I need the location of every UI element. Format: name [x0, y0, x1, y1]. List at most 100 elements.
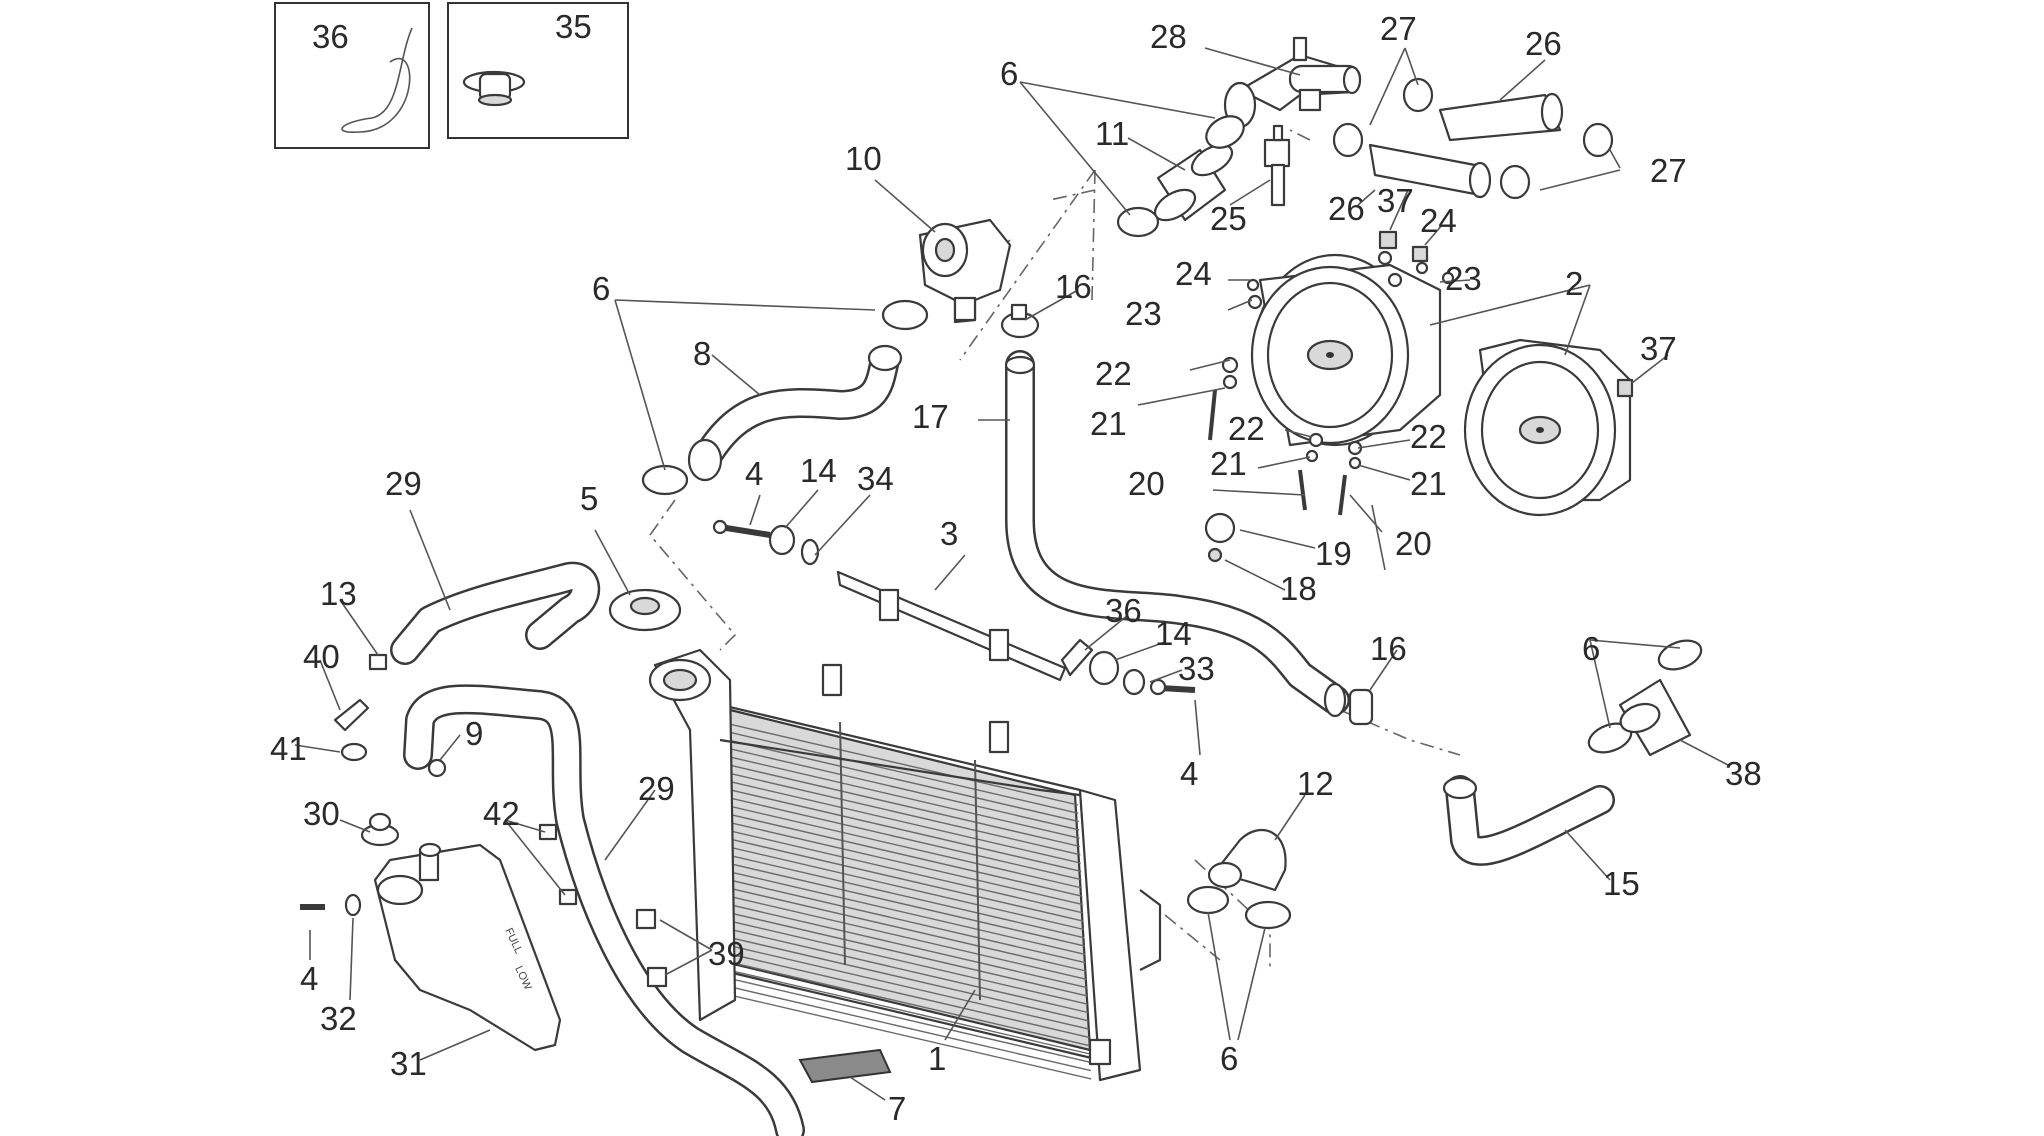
callout-label-l32: 32	[320, 1000, 357, 1037]
inset-box-35	[447, 2, 629, 139]
clamp-16-upper	[1000, 303, 1040, 339]
radiator-fin	[721, 918, 1088, 1005]
callout-label-l3: 3	[940, 515, 958, 552]
radiator-fin	[719, 868, 1086, 956]
hose-11	[1153, 115, 1245, 222]
callout-label-l25: 25	[1210, 200, 1247, 237]
radiator-fin	[719, 877, 1086, 964]
radiator-fin	[715, 802, 1083, 889]
callout-label-l37b: 37	[1640, 330, 1677, 367]
callout-label-l35: 35	[555, 8, 592, 45]
callout-label-l14b: 14	[1155, 615, 1192, 652]
fan-2-front	[1250, 253, 1442, 447]
callout-label-l5: 5	[580, 480, 598, 517]
radiator-fin	[717, 835, 1084, 922]
radiator-fin	[717, 843, 1085, 931]
callout-label-l27a: 27	[1380, 10, 1417, 47]
callout-label-l33: 33	[1178, 650, 1215, 687]
callout-label-l29a: 29	[385, 465, 422, 502]
callout-label-l18: 18	[1280, 570, 1317, 607]
callout-label-l15: 15	[1603, 865, 1640, 902]
radiator-fin	[713, 760, 1081, 848]
bracket-3	[836, 570, 1067, 682]
clips-left	[333, 653, 447, 778]
callout-label-l40: 40	[303, 638, 340, 675]
hose-12	[1186, 828, 1292, 930]
radiator-fin	[720, 893, 1087, 980]
callout-label-l24b: 24	[1175, 255, 1212, 292]
callout-label-l10: 10	[845, 140, 882, 177]
callout-label-l20a: 20	[1128, 465, 1165, 502]
callout-label-l2: 2	[1565, 265, 1583, 302]
callout-label-l1: 1	[928, 1040, 946, 1077]
hose-29-upper	[390, 561, 601, 665]
radiator-fin	[714, 769, 1081, 856]
clamps-27	[1332, 77, 1614, 200]
callout-label-l11: 11	[1095, 115, 1129, 152]
radiator-seam	[839, 721, 846, 966]
hose-38	[1587, 639, 1703, 757]
callout-label-l34: 34	[857, 460, 894, 497]
clamps-6-upper	[641, 206, 1160, 496]
callout-label-l16b: 16	[1370, 630, 1407, 667]
expansion-tank-31: FULL LOW	[300, 812, 578, 1052]
callout-label-l28: 28	[1150, 18, 1187, 55]
thermostat-10	[918, 218, 1012, 324]
callout-label-l21b: 21	[1210, 445, 1247, 482]
callout-label-l23b: 23	[1125, 295, 1162, 332]
leader-lines	[294, 47, 1729, 1101]
callout-label-l38: 38	[1725, 755, 1762, 792]
inset-box-36	[274, 2, 430, 149]
radiator-fin	[716, 810, 1083, 897]
callout-label-l8: 8	[693, 335, 711, 372]
callout-label-l16a: 16	[1055, 268, 1092, 305]
radiator-fin	[718, 852, 1085, 939]
callout-label-l22c: 22	[1410, 418, 1447, 455]
callout-label-l31: 31	[390, 1045, 427, 1082]
callout-label-l20b: 20	[1395, 525, 1432, 562]
radiator-fin	[724, 984, 1091, 1072]
callout-label-l41: 41	[270, 730, 307, 767]
radiator-fin	[712, 735, 1079, 823]
callout-label-l21a: 21	[1090, 405, 1127, 442]
radiator-seam	[974, 759, 981, 1001]
radiator-fin	[720, 901, 1087, 989]
radiator-fin	[713, 744, 1080, 831]
clips-39	[635, 908, 668, 988]
radiator-fin	[715, 794, 1082, 881]
radiator-fin	[723, 951, 1090, 1039]
cap-5	[608, 588, 682, 632]
radiator-1	[648, 648, 1162, 1082]
hardware-4-14-34	[712, 519, 820, 566]
callout-label-l13: 13	[320, 575, 357, 612]
radiator-fin	[718, 860, 1085, 947]
radiator-fin	[714, 777, 1081, 864]
callout-label-l24a: 24	[1420, 202, 1457, 239]
radiator-fin	[722, 943, 1089, 1030]
radiator-fin	[724, 976, 1091, 1063]
callout-label-l26b: 26	[1328, 190, 1365, 227]
hose-17	[1004, 350, 1374, 726]
callout-label-l6b: 6	[592, 270, 610, 307]
callout-label-l22a: 22	[1095, 355, 1132, 392]
callout-label-l26a: 26	[1525, 25, 1562, 62]
radiator-fin	[722, 935, 1089, 1022]
callout-label-l4a: 4	[745, 455, 763, 492]
callout-label-l27b: 27	[1650, 152, 1687, 189]
radiator-fin	[717, 827, 1084, 914]
pad-7	[798, 1048, 892, 1084]
callout-label-l29b: 29	[638, 770, 675, 807]
callout-label-l6a: 6	[1000, 55, 1018, 92]
radiator-fin	[713, 752, 1080, 839]
pipe-fitting-28	[1223, 36, 1362, 129]
radiator-fin	[723, 960, 1090, 1047]
callout-label-l36a: 36	[312, 18, 349, 55]
callout-label-l4b: 4	[1180, 755, 1198, 792]
hose-26-upper	[1438, 92, 1564, 142]
callout-label-l22b: 22	[1228, 410, 1265, 447]
callout-label-l17: 17	[912, 398, 949, 435]
sensor-25	[1263, 124, 1291, 207]
callout-label-l7: 7	[888, 1090, 906, 1127]
